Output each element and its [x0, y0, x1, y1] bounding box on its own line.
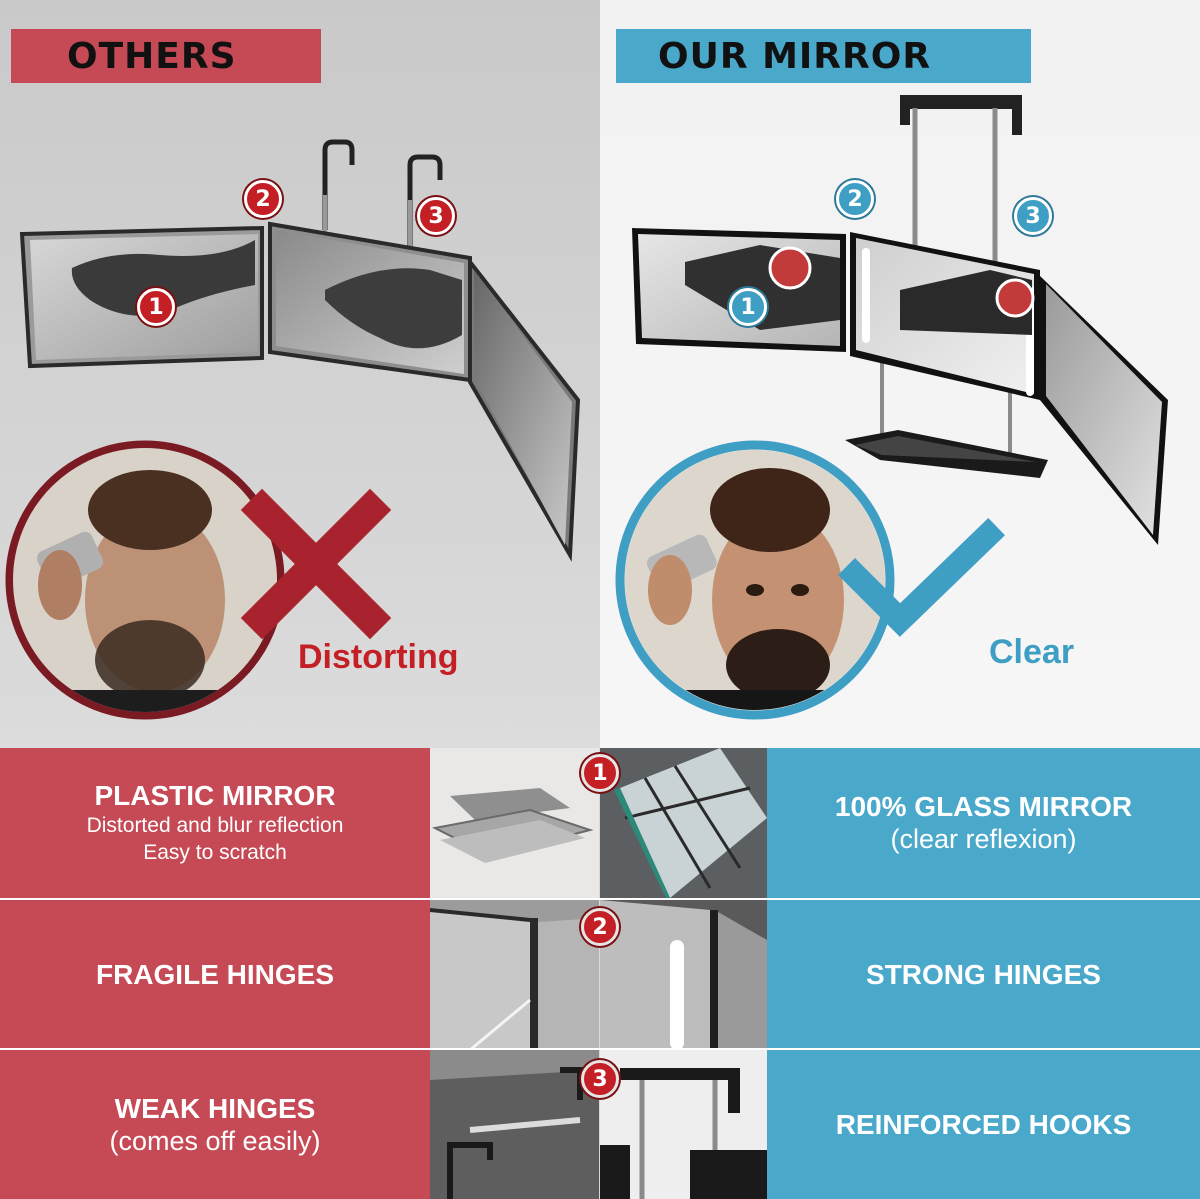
ours-feature-1-title: 100% GLASS MIRROR — [834, 791, 1133, 822]
row-2-badge: 2 — [581, 908, 619, 946]
cross-icon — [240, 488, 392, 640]
others-feature-1-line-1: Distorted and blur reflection — [86, 814, 344, 837]
ours-feature-3-title: REINFORCED HOOKS — [835, 1108, 1132, 1140]
others-feature-3-line-1: (comes off easily) — [109, 1125, 321, 1156]
ours-feature-3-photo — [600, 1050, 767, 1199]
row-1-badge: 1 — [581, 754, 619, 792]
our-badge-2: 2 — [836, 180, 874, 218]
our-badge-3: 3 — [1014, 197, 1052, 235]
ours-feature-1-photo — [600, 748, 767, 898]
others-badge-1: 1 — [137, 288, 175, 326]
comparison-row-2: FRAGILE HINGES STRONG HINGES 2 — [0, 900, 1200, 1050]
comparison-row-3: WEAK HINGES (comes off easily) REINFORCE… — [0, 1050, 1200, 1199]
others-feature-1-photo — [430, 748, 599, 898]
others-badge-3: 3 — [417, 197, 455, 235]
our-badge-1: 1 — [729, 288, 767, 326]
ours-feature-1: 100% GLASS MIRROR (clear reflexion) — [767, 748, 1200, 898]
others-title: OTHERS — [67, 35, 237, 77]
others-feature-1-line-2: Easy to scratch — [143, 841, 287, 864]
others-panel: OTHERS — [0, 0, 600, 748]
checkmark-icon — [838, 518, 1005, 637]
our-mirror-title-box: OUR MIRROR — [616, 29, 1031, 83]
others-feature-2-photo — [430, 900, 599, 1050]
row-divider — [0, 1048, 1200, 1050]
others-caption: Distorting — [298, 638, 459, 676]
others-feature-2: FRAGILE HINGES — [0, 900, 430, 1050]
row-3-badge: 3 — [581, 1060, 619, 1098]
ours-feature-2-title: STRONG HINGES — [866, 959, 1101, 990]
others-mirror-illustration — [5, 139, 581, 720]
our-caption: Clear — [989, 633, 1075, 671]
our-mirror-title: OUR MIRROR — [658, 35, 932, 77]
others-feature-3-photo — [430, 1050, 599, 1199]
ours-feature-1-line-1: (clear reflexion) — [890, 824, 1077, 854]
others-badge-2: 2 — [244, 180, 282, 218]
others-feature-1-title: PLASTIC MIRROR — [94, 780, 336, 811]
others-feature-3-title: WEAK HINGES — [114, 1092, 316, 1124]
our-mirror-illustration — [615, 95, 1168, 720]
ours-feature-3: REINFORCED HOOKS — [767, 1050, 1200, 1199]
others-feature-3: WEAK HINGES (comes off easily) — [0, 1050, 430, 1199]
row-divider — [0, 898, 1200, 900]
others-feature-1: PLASTIC MIRROR Distorted and blur reflec… — [0, 748, 430, 898]
our-mirror-panel: OUR MIRROR — [600, 0, 1200, 748]
ours-feature-2-photo — [600, 900, 767, 1050]
others-title-box: OTHERS — [11, 29, 321, 83]
comparison-row-1: PLASTIC MIRROR Distorted and blur reflec… — [0, 748, 1200, 898]
ours-feature-2: STRONG HINGES — [767, 900, 1200, 1050]
others-feature-2-title: FRAGILE HINGES — [95, 959, 334, 990]
